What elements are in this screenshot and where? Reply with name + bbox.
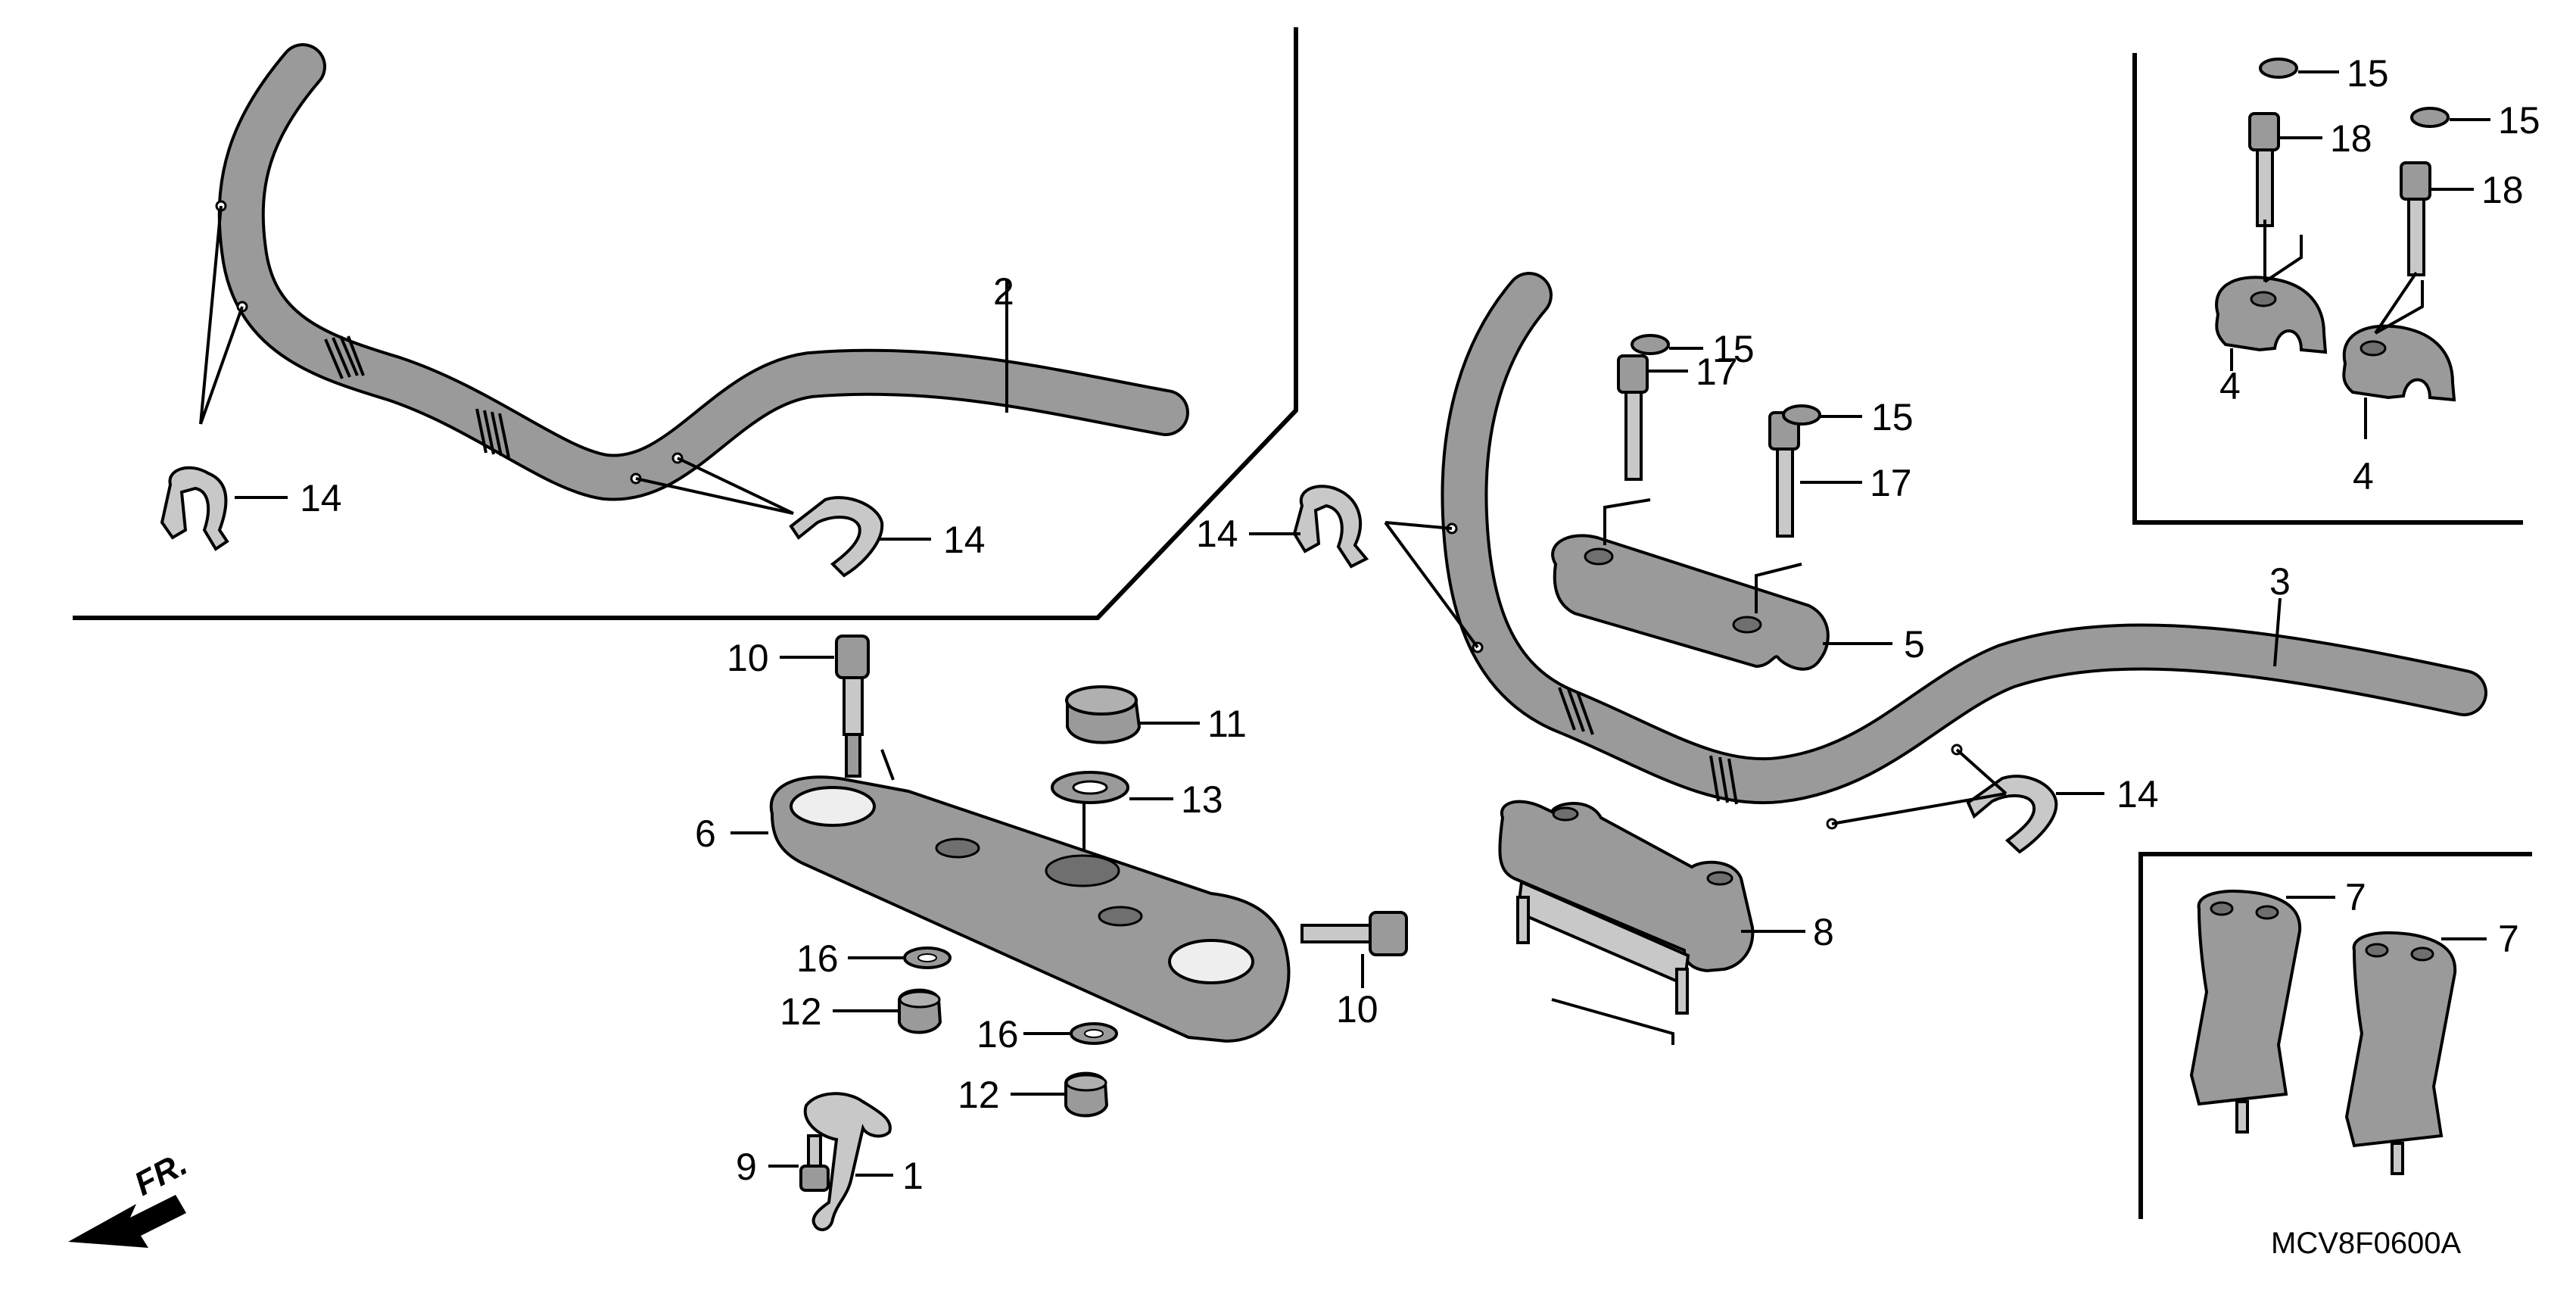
callout-17: 17 bbox=[1696, 351, 1738, 393]
callout-2: 2 bbox=[993, 270, 1014, 313]
upper-left-panel-border bbox=[73, 27, 1298, 620]
top-bridge-part-6 bbox=[769, 775, 1291, 1043]
callout-6: 6 bbox=[695, 812, 716, 855]
diagram-code: MCV8F0600A bbox=[2271, 1227, 2462, 1260]
callout-7: 7 bbox=[2345, 876, 2366, 918]
callout-12: 12 bbox=[958, 1074, 1000, 1116]
washer-part-16 bbox=[903, 946, 952, 969]
bolt-part-18 bbox=[2248, 112, 2280, 227]
front-direction-marker: FR. bbox=[68, 1145, 193, 1248]
callout-5: 5 bbox=[1904, 623, 1925, 666]
callout-13: 13 bbox=[1181, 778, 1223, 821]
knurl-mark bbox=[1558, 687, 1594, 735]
knurl-mark bbox=[475, 408, 510, 458]
bolt-part-10 bbox=[1300, 911, 1408, 956]
bolt-part-17 bbox=[1768, 411, 1800, 538]
callout-11: 11 bbox=[1207, 703, 1247, 745]
lower-right-panel-border bbox=[2138, 852, 2532, 1219]
arrow-left-icon bbox=[68, 1195, 186, 1248]
riser-part-7 bbox=[2344, 931, 2457, 1175]
callout-10: 10 bbox=[727, 637, 769, 679]
upper-right-panel-border bbox=[2132, 53, 2523, 525]
nut-part-11 bbox=[1065, 685, 1142, 744]
clamp-part-1 bbox=[803, 1092, 892, 1231]
callout-3: 3 bbox=[2269, 560, 2291, 603]
callout-8: 8 bbox=[1813, 911, 1834, 953]
nut-part-12 bbox=[898, 988, 942, 1034]
callout-15: 15 bbox=[2498, 99, 2540, 142]
callout-16: 16 bbox=[977, 1013, 1019, 1056]
bolt-part-17 bbox=[1617, 354, 1649, 481]
bolt-part-9 bbox=[799, 1134, 830, 1192]
callout-18: 18 bbox=[2330, 117, 2372, 160]
washer-part-16 bbox=[1070, 1022, 1118, 1045]
wire-clip-part-14 bbox=[1292, 485, 1369, 569]
handlebar-part-2 bbox=[215, 43, 1189, 501]
lower-holder-part-8 bbox=[1498, 800, 1755, 1015]
callout-18: 18 bbox=[2481, 169, 2524, 211]
nut-part-12 bbox=[1064, 1071, 1109, 1118]
callout-15: 15 bbox=[1871, 396, 1914, 438]
callout-14: 14 bbox=[300, 477, 342, 519]
riser-part-7 bbox=[2189, 889, 2302, 1134]
bolt-part-18 bbox=[2400, 161, 2431, 276]
knurl-mark bbox=[324, 335, 365, 379]
callout-1: 1 bbox=[902, 1155, 924, 1197]
callout-10: 10 bbox=[1336, 988, 1378, 1031]
callout-15: 15 bbox=[1712, 328, 1755, 370]
washer-part-13 bbox=[1051, 771, 1129, 804]
callout-17: 17 bbox=[1870, 462, 1912, 504]
callout-14: 14 bbox=[2117, 773, 2159, 815]
callout-9: 9 bbox=[736, 1146, 757, 1188]
holder-part-4 bbox=[2342, 324, 2456, 402]
cap-part-15 bbox=[2259, 58, 2298, 79]
callout-15: 15 bbox=[2347, 52, 2389, 95]
cap-part-15 bbox=[1631, 334, 1670, 355]
callout-16: 16 bbox=[796, 937, 839, 980]
callout-4: 4 bbox=[2219, 365, 2241, 407]
wire-clip-part-14 bbox=[1966, 775, 2058, 854]
bolt-part-10 bbox=[835, 635, 870, 778]
callout-7: 7 bbox=[2498, 918, 2519, 960]
callout-12: 12 bbox=[780, 990, 822, 1033]
upper-holder-part-5 bbox=[1551, 534, 1830, 671]
handlebar-part-3 bbox=[1441, 272, 2487, 830]
callout-4: 4 bbox=[2353, 455, 2374, 497]
wire-clip-part-14 bbox=[160, 466, 229, 551]
callout-14: 14 bbox=[1196, 513, 1238, 555]
cap-part-15 bbox=[1782, 404, 1821, 426]
cap-part-15 bbox=[2410, 107, 2450, 128]
holder-part-4 bbox=[2215, 276, 2328, 354]
callout-14: 14 bbox=[943, 519, 986, 561]
wire-clip-part-14 bbox=[789, 496, 884, 578]
front-label: FR. bbox=[129, 1145, 194, 1203]
knurl-mark bbox=[1709, 755, 1738, 805]
